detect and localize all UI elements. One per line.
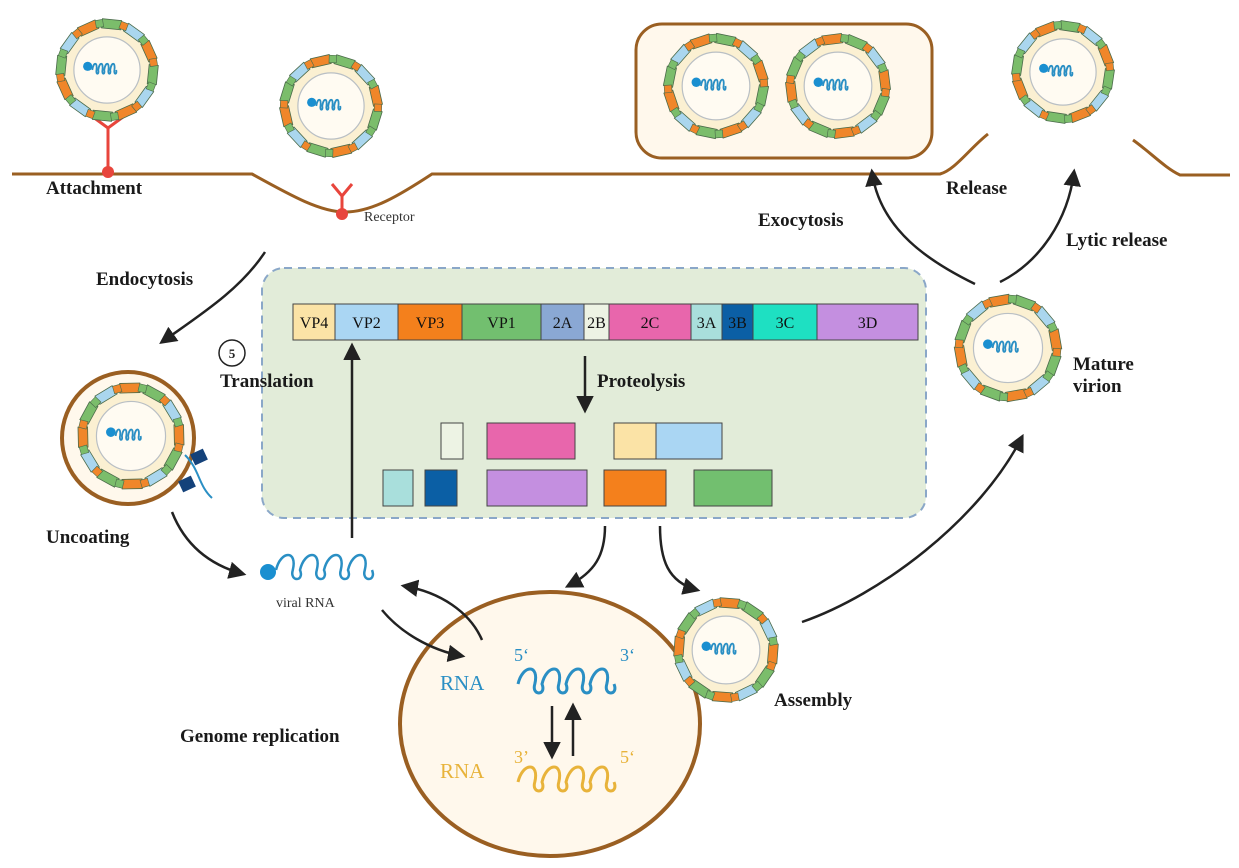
polyprotein-segment-label: 2A — [553, 315, 573, 332]
label-mature-line1: Mature — [1073, 354, 1134, 375]
replication-compartment — [398, 590, 702, 858]
viral-rna-coil — [260, 553, 375, 581]
label-proteolysis: Proteolysis — [597, 371, 685, 392]
label-mature-line2: virion — [1073, 376, 1122, 397]
polyprotein-segment-label: 3D — [858, 315, 878, 332]
label-attachment: Attachment — [46, 178, 143, 199]
uncoating-rna-exit — [178, 448, 213, 499]
cleaved-protein — [424, 469, 458, 507]
polyprotein-segment — [721, 303, 754, 341]
step-5-badge: 5 — [218, 339, 246, 367]
polyprotein-segment — [816, 303, 919, 341]
label-3prime-top: 3‘ — [620, 645, 635, 665]
cleaved-protein — [440, 422, 464, 460]
polyprotein-segment — [583, 303, 610, 341]
polyprotein-segment-label: VP2 — [352, 315, 380, 332]
negative-strand-rna — [516, 765, 617, 793]
label-lytic-release: Lytic release — [1066, 230, 1167, 251]
label-3prime-bottom: 3’ — [514, 747, 529, 767]
virion-assembly — [673, 597, 779, 703]
virion-vesicle-right — [785, 33, 891, 139]
polyprotein-segment — [292, 303, 336, 341]
virion-mature — [953, 293, 1063, 403]
polyprotein-segment — [540, 303, 585, 341]
polyprotein-segment-label: 2C — [641, 315, 660, 332]
polyprotein-segment-label: 2B — [587, 315, 606, 332]
label-translation: Translation — [220, 371, 314, 392]
label-5prime-bottom: 5‘ — [620, 747, 635, 767]
flow-arrows — [159, 168, 1081, 760]
arrow-endocytosis — [159, 251, 267, 345]
polyprotein-segment-label: VP1 — [487, 315, 515, 332]
polyprotein-segment-label: VP4 — [300, 315, 328, 332]
polyprotein-segment — [397, 303, 463, 341]
positive-strand-rna — [516, 667, 617, 695]
arrow-lytic-release — [999, 168, 1081, 284]
label-viral-rna: viral RNA — [276, 596, 336, 611]
virion-released — [1011, 20, 1115, 124]
label-release: Release — [946, 178, 1007, 199]
arrow-replication-to-rna — [400, 579, 484, 641]
virions — [55, 18, 1115, 703]
virion-endocytosis — [279, 54, 383, 158]
cleaved-protein — [486, 422, 576, 460]
cell-membrane — [12, 132, 989, 214]
polyprotein-segment — [690, 303, 723, 341]
polyprotein-bar: VP4 VP2 VP3 VP1 2A 2B 2C 3A 3B 3C 3D — [292, 303, 919, 341]
polyprotein-segment-label: 3C — [776, 315, 795, 332]
arrow-proteins-to-replication — [564, 525, 607, 588]
arrow-exocytosis — [865, 168, 976, 286]
label-uncoating: Uncoating — [46, 527, 130, 548]
receptor-endocytosis — [330, 183, 354, 220]
label-receptor: Receptor — [364, 210, 415, 225]
arrow-uncoating-to-rna — [170, 511, 247, 579]
cleaved-protein — [603, 469, 667, 507]
label-exocytosis: Exocytosis — [758, 210, 844, 231]
label-rna-minus: RNA — [440, 759, 485, 783]
cleaved-protein — [486, 469, 588, 507]
arrow-assembly-to-mature — [801, 433, 1024, 624]
label-assembly: Assembly — [774, 690, 853, 711]
virion-attachment — [55, 18, 159, 122]
polyprotein-segment-label: 3B — [728, 315, 747, 332]
step-number: 5 — [229, 346, 236, 361]
cleaved-protein — [693, 469, 773, 507]
polyprotein-segment-label: 3A — [697, 315, 717, 332]
cleaved-protein — [382, 469, 414, 507]
arrow-rna-to-replication — [381, 609, 466, 663]
label-genome-replication: Genome replication — [180, 726, 340, 747]
cleaved-proteins — [382, 422, 773, 507]
polyprotein-segment — [461, 303, 542, 341]
label-endocytosis: Endocytosis — [96, 269, 193, 290]
arrow-proteins-to-assembly — [658, 525, 701, 595]
receptor-attachment — [92, 115, 124, 178]
virion-vesicle-left — [662, 32, 770, 140]
label-5prime-top: 5‘ — [514, 645, 529, 665]
polyprotein-segment-label: VP3 — [416, 315, 444, 332]
cell-membrane-right — [1132, 138, 1230, 177]
label-rna-plus: RNA — [440, 671, 485, 695]
polyprotein-segment — [752, 303, 818, 341]
virion-uncoating — [77, 382, 185, 490]
cleaved-protein — [613, 422, 657, 460]
cleaved-protein — [655, 422, 723, 460]
polyprotein-segment — [334, 303, 399, 341]
